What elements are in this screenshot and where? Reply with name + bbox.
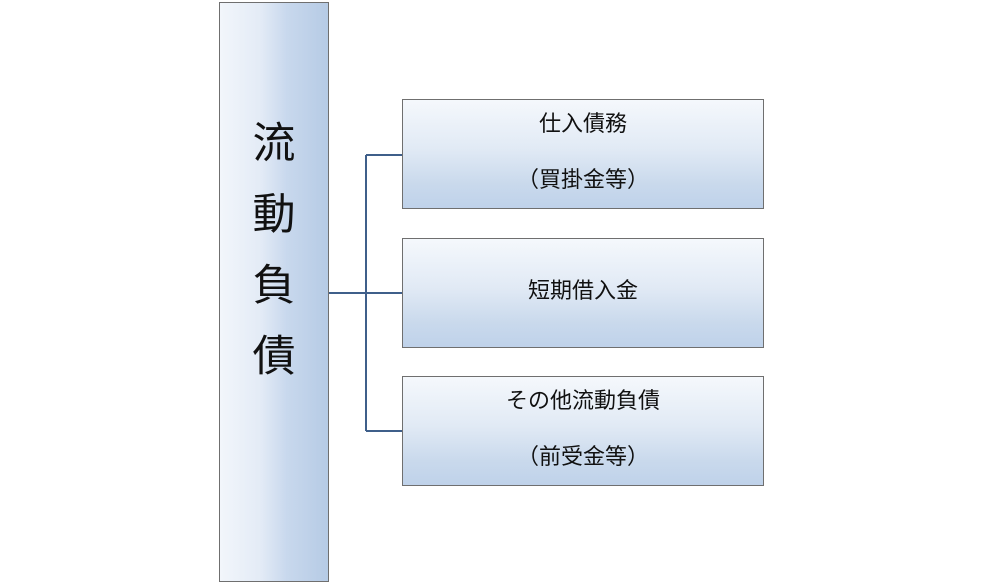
root-node: 流 動 負 債: [219, 2, 329, 582]
child-node-3: その他流動負債 （前受金等）: [402, 376, 764, 486]
child-node-subtitle: （買掛金等）: [516, 168, 649, 193]
child-node-2: 短期借入金: [402, 238, 764, 348]
root-char: 動: [252, 190, 296, 240]
child-node-subtitle: （前受金等）: [516, 445, 649, 470]
child-node-1: 仕入債務 （買掛金等）: [402, 99, 764, 209]
child-node-title: 仕入債務: [538, 112, 627, 137]
root-label: 流 動 負 債: [220, 123, 328, 379]
child-node-title: 短期借入金: [527, 279, 638, 304]
root-char: 流: [252, 119, 296, 169]
child-node-title: その他流動負債: [505, 389, 660, 414]
root-char: 負: [252, 261, 296, 311]
root-char: 債: [252, 332, 296, 382]
